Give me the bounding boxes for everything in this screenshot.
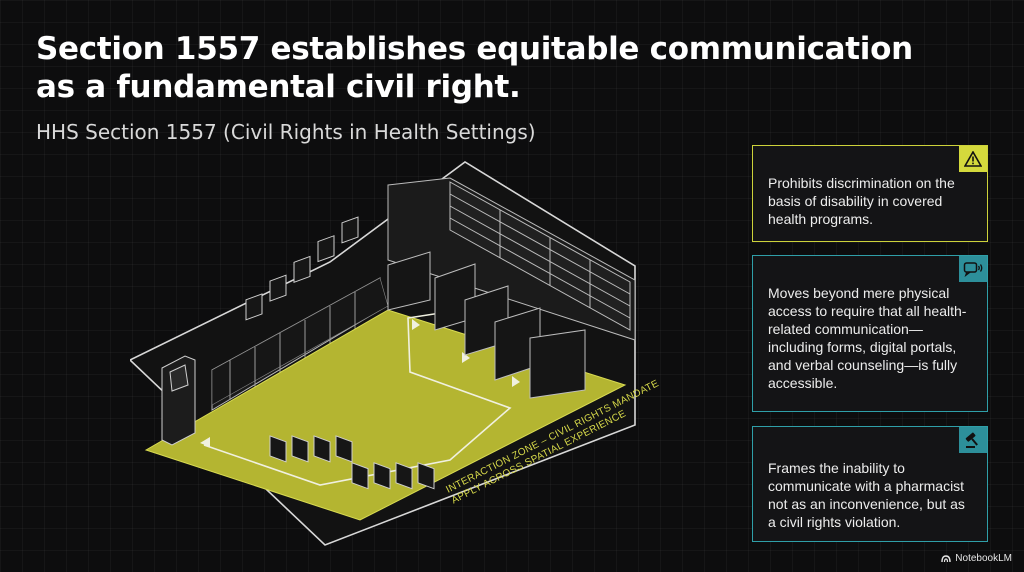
- speech-bubble-icon: [959, 256, 987, 282]
- route-arrow: [200, 437, 210, 447]
- page-subtitle: HHS Section 1557 (Civil Rights in Health…: [36, 120, 536, 144]
- waiting-chairs: [245, 216, 435, 490]
- pharmacy-floorplan-illustration: INTERACTION ZONE – CIVIL RIGHTS MANDATE …: [130, 161, 661, 546]
- shelving-unit: [449, 181, 631, 331]
- card-text: Frames the inability to communicate with…: [768, 460, 965, 530]
- card-text: Prohibits discrimination on the basis of…: [768, 175, 955, 227]
- route-arrow-3: [462, 352, 470, 363]
- info-card-communication: Moves beyond mere physical access to req…: [752, 255, 988, 412]
- page-title: Section 1557 establishes equitable commu…: [36, 30, 936, 106]
- brand-watermark: NotebookLM: [941, 553, 1012, 564]
- service-counters: [387, 251, 586, 399]
- brand-label: NotebookLM: [955, 553, 1012, 564]
- info-card-civil-rights: Frames the inability to communicate with…: [752, 426, 988, 542]
- title-line-1: Section 1557 establishes equitable commu…: [36, 31, 913, 67]
- route-arrow-2: [512, 376, 520, 387]
- window-frames: [229, 292, 356, 400]
- title-line-2: as a fundamental civil right.: [36, 69, 521, 105]
- card-text: Moves beyond mere physical access to req…: [768, 285, 967, 391]
- warning-icon: [959, 146, 987, 172]
- info-card-disability: Prohibits discrimination on the basis of…: [752, 145, 988, 242]
- route-arrow-4: [412, 319, 420, 330]
- kiosk: [161, 355, 196, 446]
- route-path: [203, 309, 512, 486]
- gavel-icon: [959, 427, 987, 453]
- notebook-logo-icon: [941, 554, 951, 562]
